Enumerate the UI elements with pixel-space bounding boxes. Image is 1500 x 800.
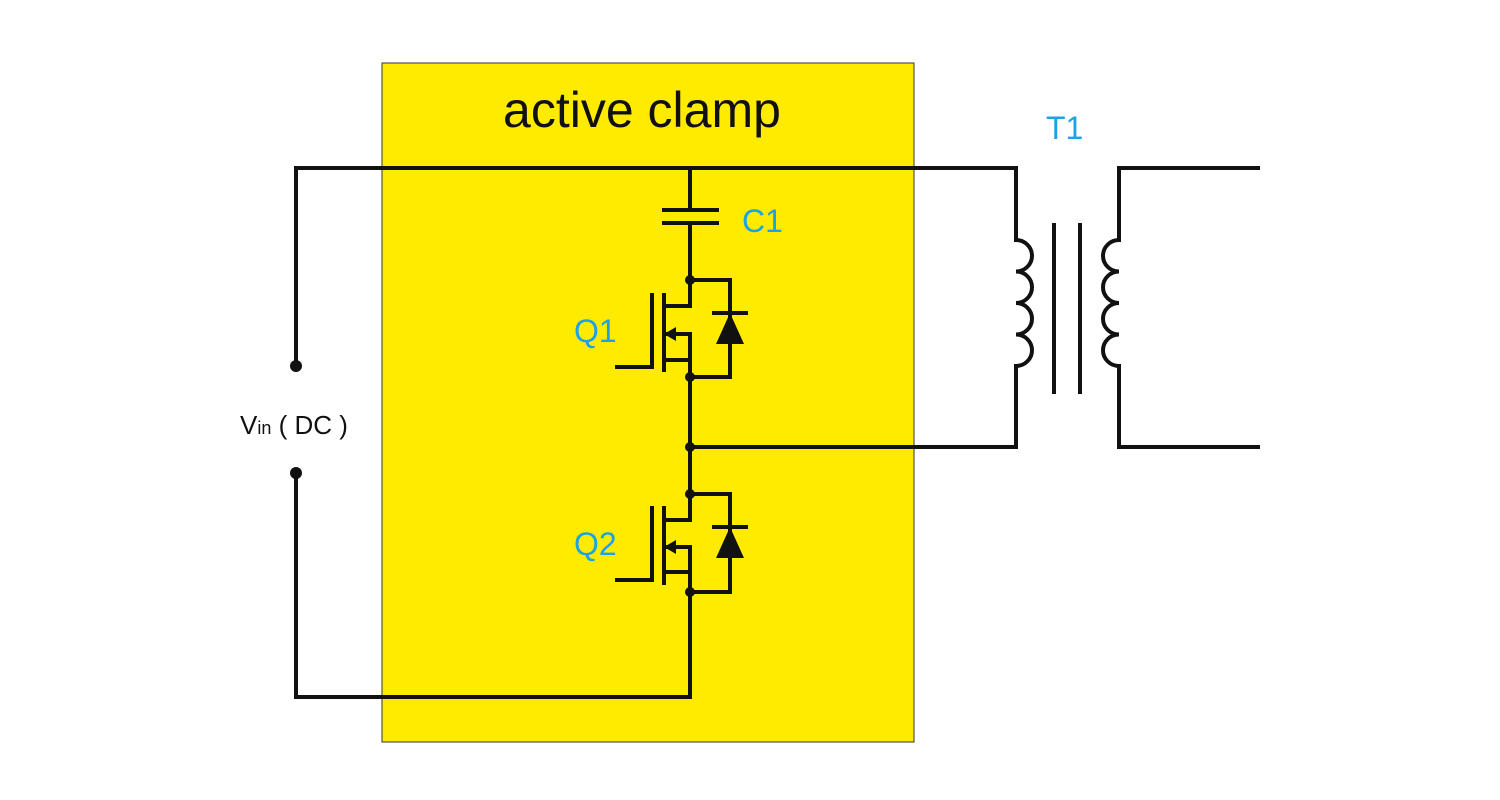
c1-label: C1 — [742, 203, 783, 239]
active-clamp-title: active clamp — [503, 82, 781, 138]
circuit-wires — [294, 166, 1260, 699]
active-clamp-block — [381, 62, 915, 743]
vin-terminals — [290, 360, 302, 479]
q1-label: Q1 — [574, 313, 617, 349]
body-diode-q1 — [716, 313, 744, 344]
body-diode-q2 — [716, 527, 744, 558]
capacitor-c1 — [662, 208, 719, 225]
transformer-t1 — [1015, 223, 1120, 394]
mosfet-q1 — [615, 278, 748, 379]
q2-label: Q2 — [574, 526, 617, 562]
vin-label: Vin ( DC ) — [240, 410, 348, 440]
junction-dots — [685, 275, 695, 597]
mosfet-q2 — [615, 492, 748, 594]
t1-label: T1 — [1046, 110, 1083, 146]
